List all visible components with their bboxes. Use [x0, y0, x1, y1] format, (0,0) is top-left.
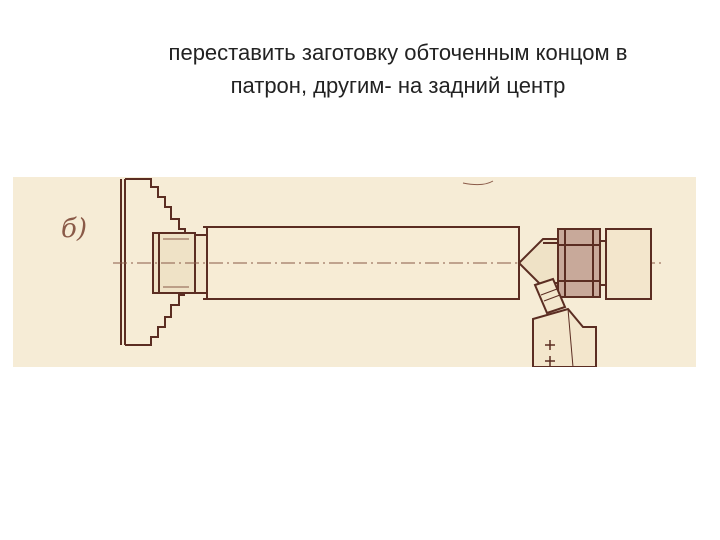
cutting-tool: [533, 277, 567, 315]
slide-caption: переставить заготовку обточенным концом …: [0, 36, 720, 102]
tailstock-quill: [557, 228, 607, 298]
turned-end: [194, 234, 208, 294]
tailstock-body: [605, 228, 652, 300]
panel-label: б): [61, 214, 87, 244]
spindle-faceplate: [120, 178, 186, 346]
caption-line-1: переставить заготовку обточенным концом …: [168, 40, 628, 65]
caption-line-2: патрон, другим- на задний центр: [230, 73, 566, 98]
lathe-setup-diagram: б): [13, 177, 696, 367]
tool-holder: [532, 307, 597, 367]
tool-holder-marks: [545, 340, 555, 366]
